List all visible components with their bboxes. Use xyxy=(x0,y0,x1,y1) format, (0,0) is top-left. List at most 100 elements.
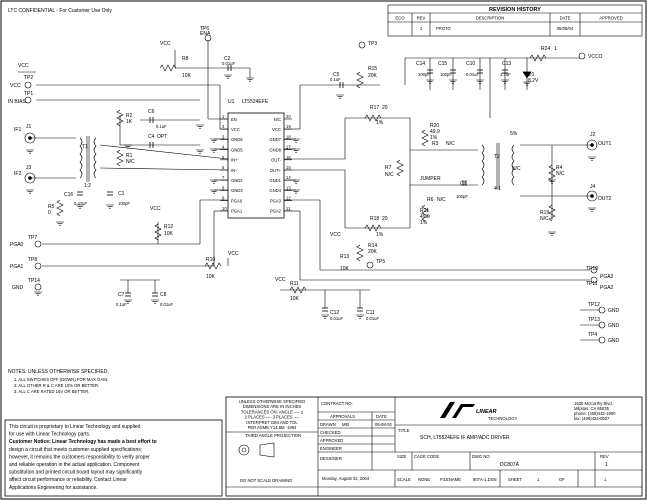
rev-hdr-approved: APPROVED xyxy=(599,16,622,21)
dwg-number: DC807A xyxy=(500,462,520,468)
c11-ref: C11 xyxy=(366,310,375,316)
ground-icon xyxy=(523,81,531,86)
ic-pin-number-left: 3 xyxy=(222,134,225,139)
ic-pin-name-left: IN- xyxy=(231,168,237,173)
ground-icon xyxy=(321,314,329,319)
r21-val: 49.9 xyxy=(420,214,430,220)
c5-val: 0.1uF xyxy=(330,77,341,82)
ground-icon xyxy=(210,179,218,184)
r13-ref: R13 xyxy=(340,254,349,260)
vcc-label-r13: VCC xyxy=(330,232,341,238)
r15-ref: R15 xyxy=(368,66,377,72)
c13-ref: C13 xyxy=(502,61,511,67)
ic-pin-number-left: 10 xyxy=(222,206,227,211)
test-points xyxy=(24,34,606,344)
ic-ref: U1 xyxy=(228,99,235,105)
ic-pin-name-left: GND5 xyxy=(231,147,243,152)
r17-val: 20 xyxy=(382,105,388,111)
ic-pin-number-right: 11 xyxy=(286,206,291,211)
dwg-label: DWG NO xyxy=(472,454,490,459)
tolerance-line: INTERPRET DIM AND TOL xyxy=(246,420,298,425)
ground-icon xyxy=(106,204,114,209)
approvals-label: APPROVALS xyxy=(330,414,355,419)
address-2: Milpitas, CA 95035 xyxy=(574,406,610,411)
rev-number: 1 xyxy=(605,462,608,468)
ground-icon xyxy=(501,79,509,84)
ic-pin-name-left: GND6 xyxy=(231,137,243,142)
c10-ref: C10 xyxy=(466,61,475,67)
ic-pin-name-right: GND8 xyxy=(269,147,281,152)
d1-val: 8.2V xyxy=(528,78,539,84)
logo-text: LINEAR xyxy=(476,409,497,415)
ic-pin-name-left: GND3 xyxy=(231,188,243,193)
r8-val: 10K xyxy=(182,73,192,79)
ic-pin-name-left: VCC xyxy=(231,127,240,132)
drawing-title: SCH, LT5524EFE IF AMP/ADC DRIVER xyxy=(420,435,510,441)
ground-icon xyxy=(548,179,556,184)
ic-pin-number-right: 15 xyxy=(286,165,291,170)
c8-val: 0.01uF xyxy=(160,302,173,307)
ground-icon xyxy=(426,79,434,84)
address-4: fax: (408)434-0507 xyxy=(574,416,610,421)
r24-val: 1 xyxy=(554,46,557,52)
sheet-value: 1 xyxy=(537,477,540,482)
vcc-label-r8: VCC xyxy=(160,41,171,47)
role-checked: CHECKED xyxy=(320,430,340,435)
out2-label: OUT2 xyxy=(598,196,612,202)
ic-pin-name-right: OUT+ xyxy=(270,168,282,173)
tp15-gnd: GND xyxy=(608,338,620,344)
r8-ref: R8 xyxy=(182,56,189,62)
r20-tol: 1% xyxy=(430,135,438,141)
r18-ref: R18 xyxy=(370,216,379,222)
note-3: 3. ALL C ARE RATED 16V OR BETTER. xyxy=(14,389,89,394)
ground-icon xyxy=(26,189,34,194)
sheets-value: 1 xyxy=(604,477,607,482)
drawn-date: 06-08-04 xyxy=(375,422,392,427)
r3-ref: R3 xyxy=(432,141,439,147)
r19-val: N/C xyxy=(540,216,549,222)
ic-pin-name-right: PGA2 xyxy=(270,209,282,214)
role-approved: APPROVED xyxy=(320,438,343,443)
r14-ref: R14 xyxy=(368,243,377,249)
if2-label: IF2 xyxy=(14,171,21,177)
tp12-gnd: GND xyxy=(608,308,620,314)
role-engineer: ENGINEER xyxy=(320,446,342,451)
rev-row-rev: 1 xyxy=(420,26,423,31)
r4-val: N/C xyxy=(556,171,565,177)
of-label: OF xyxy=(559,477,565,482)
c14-ref: C14 xyxy=(416,61,425,67)
scale-label: SCALE xyxy=(397,477,411,482)
pga2-label: PGA2 xyxy=(600,285,614,291)
r17-tol: 1% xyxy=(376,120,384,126)
ground-icon xyxy=(76,204,84,209)
r24-ref: R24 xyxy=(541,46,550,52)
ic-u1: U1 LT5524EFE EN1VCC2GND63GND54IN+5IN-6GN… xyxy=(220,99,292,219)
ic-pin-name-left: IN+ xyxy=(231,158,238,163)
sma-j2 xyxy=(586,139,598,151)
ground-icon xyxy=(210,148,218,153)
t2-nc: N/C xyxy=(512,166,521,172)
ic-pin-name-right: PGA3 xyxy=(270,198,282,203)
confidential-notice: LTC CONFIDENTIAL - For Customer Use Only xyxy=(8,8,112,14)
vcc-label-top: VCC xyxy=(18,63,29,69)
r17-ref: R17 xyxy=(370,105,379,111)
ground-icon xyxy=(56,221,64,226)
ground-icon xyxy=(124,299,132,304)
c8-ref: C8 xyxy=(160,292,167,298)
r18-val: 20 xyxy=(382,216,388,222)
notes: NOTES: UNLESS OTHERWISE SPECIFIED, 1. AL… xyxy=(8,369,109,394)
c10-val: 0.01uF xyxy=(466,72,479,77)
tp15-label: TP4 xyxy=(588,332,597,338)
disclaimer-line: substitution and printed circuit board l… xyxy=(9,470,143,476)
tolerance-line: DIMENSIONS ARE IN INCHES xyxy=(243,404,302,409)
ic-pin-number-left: 5 xyxy=(222,155,225,160)
tp12-label: TP12 xyxy=(588,302,600,308)
ground-icon xyxy=(356,314,364,319)
rev-hdr-rev: REV xyxy=(417,16,426,21)
resistors xyxy=(56,54,556,294)
ic-pin-name-right: N/C xyxy=(274,117,281,122)
sma-j4 xyxy=(586,190,598,202)
rev-label: REV xyxy=(600,454,609,459)
